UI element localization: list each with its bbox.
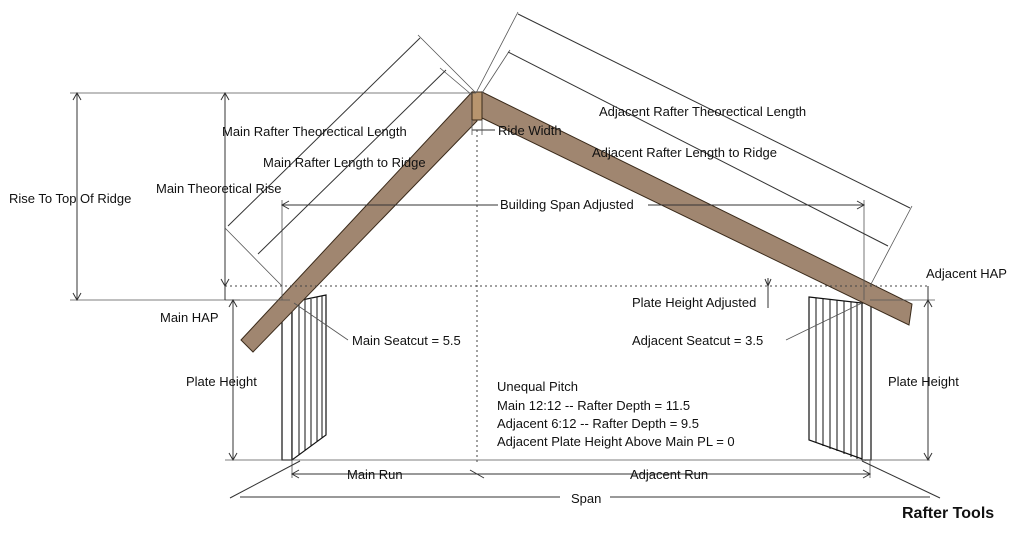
main-rafter-theoretical-label: Main Rafter Theorectical Length [222, 124, 407, 139]
plate-height-adjusted-label: Plate Height Adjusted [632, 295, 756, 310]
main-seatcut-label: Main Seatcut = 5.5 [352, 333, 461, 348]
span-label: Span [571, 491, 601, 506]
plate-height-right-label: Plate Height [888, 374, 959, 389]
building-span-adjusted-label: Building Span Adjusted [500, 197, 634, 212]
main-rafter [240, 90, 478, 353]
ridge-width-label: Ride Width [498, 123, 562, 138]
main-rafter-to-ridge-label: Main Rafter Length to Ridge [263, 155, 426, 170]
plate-height-left-label: Plate Height [186, 374, 257, 389]
main-theoretical-rise-label: Main Theoretical Rise [156, 181, 281, 196]
adjacent-rafter-to-ridge-label: Adjacent Rafter Length to Ridge [592, 145, 777, 160]
note-line: Unequal Pitch [497, 379, 578, 394]
pitch-notes: Unequal Pitch Main 12:12 -- Rafter Depth… [497, 379, 735, 449]
left-wall [281, 294, 327, 462]
note-line: Main 12:12 -- Rafter Depth = 11.5 [497, 398, 690, 413]
right-wall [808, 296, 872, 461]
note-line: Adjacent Plate Height Above Main PL = 0 [497, 434, 735, 449]
rise-to-top-label: Rise To Top Of Ridge [9, 191, 131, 206]
adjacent-run-label: Adjacent Run [630, 467, 708, 482]
adjacent-hap-label: Adjacent HAP [926, 266, 1007, 281]
note-line: Adjacent 6:12 -- Rafter Depth = 9.5 [497, 416, 699, 431]
adjacent-rafter-theoretical-label: Adjacent Rafter Theorectical Length [599, 104, 806, 119]
ridge-board [471, 91, 483, 121]
brand-label: Rafter Tools [902, 505, 994, 522]
main-run-label: Main Run [347, 467, 403, 482]
adjacent-seatcut-label: Adjacent Seatcut = 3.5 [632, 333, 763, 348]
main-hap-label: Main HAP [160, 310, 219, 325]
